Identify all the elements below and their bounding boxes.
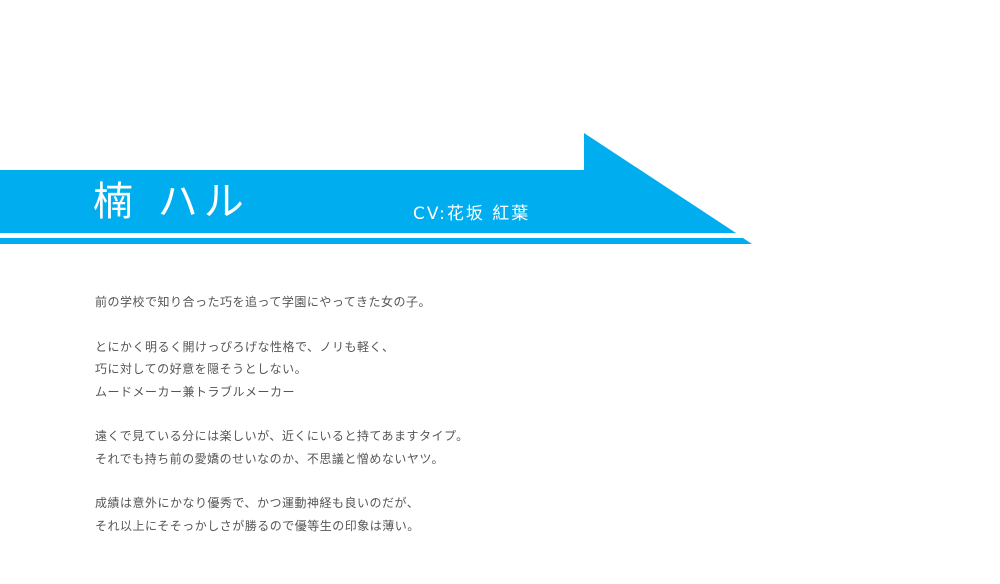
- profile-paragraph: 遠くで見ている分には楽しいが、近くにいると持てあますタイプ。 それでも持ち前の愛…: [95, 425, 915, 470]
- profile-line: とにかく明るく開けっぴろげな性格で、ノリも軽く、: [95, 339, 395, 354]
- voice-actor-credit: CV:花坂 紅葉: [413, 204, 531, 224]
- character-profile: 前の学校で知り合った巧を追って学園にやってきた女の子。 とにかく明るく開けっぴろ…: [95, 291, 915, 559]
- profile-line: 成績は意外にかなり優秀で、かつ運動神経も良いのだが、: [95, 496, 420, 510]
- profile-line: 遠くで見ている分には楽しいが、近くにいると持てあますタイプ。: [95, 429, 469, 443]
- profile-paragraph: とにかく明るく開けっぴろげな性格で、ノリも軽く、 巧に対しての好意を隠そうとしな…: [95, 336, 915, 404]
- profile-paragraph: 前の学校で知り合った巧を追って学園にやってきた女の子。: [95, 291, 915, 314]
- profile-line: 巧に対しての好意を隠そうとしない。: [95, 362, 308, 376]
- character-name: 楠 ハル: [93, 179, 250, 225]
- banner-underline: [0, 238, 752, 244]
- profile-line: それ以上にそそっかしさが勝るので優等生の印象は薄い。: [95, 518, 420, 533]
- profile-line: それでも持ち前の愛嬌のせいなのか、不思議と憎めないヤツ。: [95, 451, 445, 466]
- profile-paragraph: 成績は意外にかなり優秀で、かつ運動神経も良いのだが、 それ以上にそそっかしさが勝…: [95, 492, 915, 537]
- profile-line: ムードメーカー兼トラブルメーカー: [95, 384, 296, 399]
- profile-line: 前の学校で知り合った巧を追って学園にやってきた女の子。: [95, 295, 431, 309]
- banner-arrow: [0, 133, 736, 233]
